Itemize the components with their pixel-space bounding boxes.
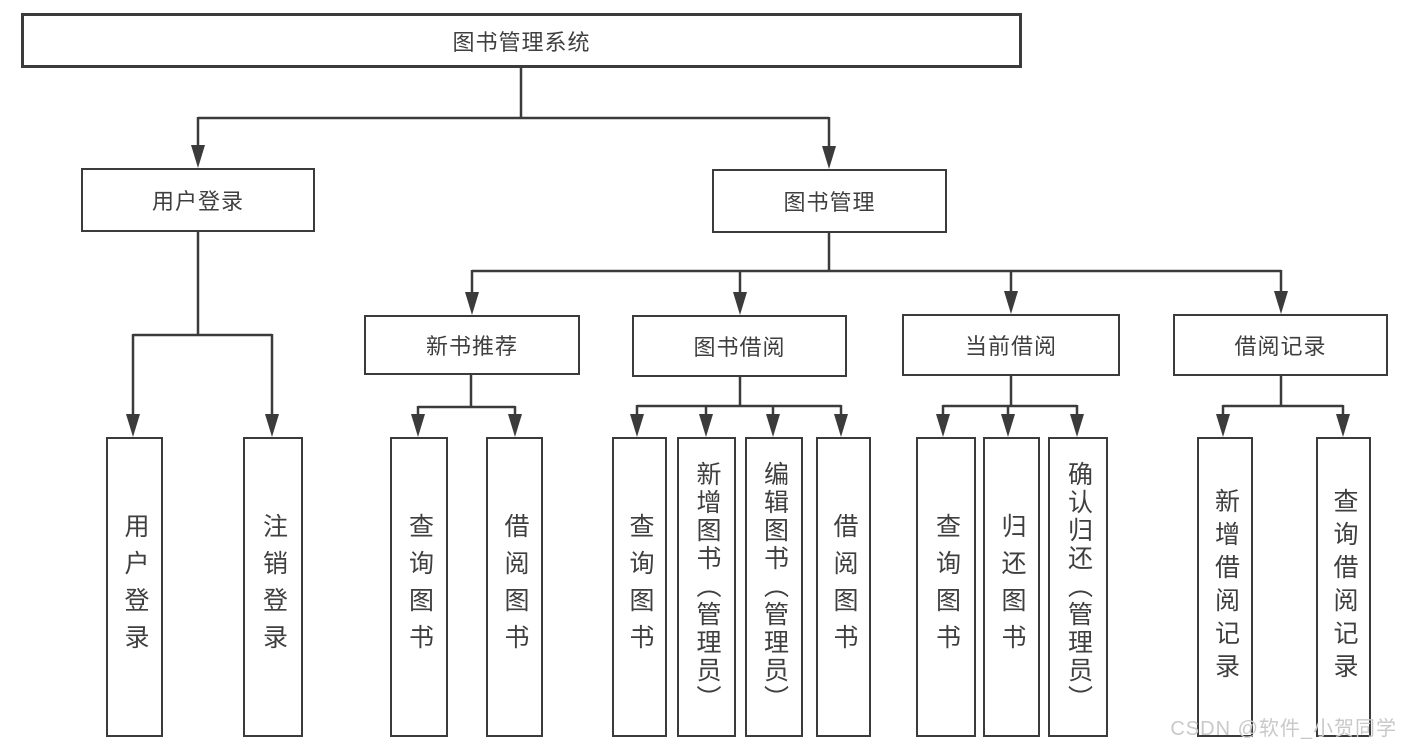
leaf-query-book-current: 查询图书 (916, 437, 976, 737)
node-label: 借阅图书 (830, 513, 858, 661)
node-label: 查询图书 (405, 513, 434, 661)
leaf-borrow-book-borrow: 借阅图书 (816, 437, 871, 737)
node-label: 查询图书 (932, 513, 961, 661)
node-root: 图书管理系统 (21, 13, 1022, 68)
csdn-watermark: CSDN @软件_小贺同学 (1170, 718, 1397, 740)
node-label: 确认归还（管理员） (1064, 461, 1093, 713)
node-label: 图书管理系统 (452, 29, 591, 55)
leaf-query-book-borrow: 查询图书 (612, 437, 667, 737)
leaf-confirm-return-admin: 确认归还（管理员） (1048, 437, 1108, 737)
node-label: 查询图书 (626, 513, 654, 661)
node-label: 用户登录 (151, 189, 244, 214)
node-current-borrow: 当前借阅 (902, 314, 1120, 376)
node-new-book-recommend: 新书推荐 (364, 315, 580, 375)
node-label: 新增借阅记录 (1211, 488, 1240, 686)
leaf-add-borrow-record: 新增借阅记录 (1197, 437, 1253, 737)
node-label: 新书推荐 (425, 334, 518, 359)
leaf-borrow-book-recommend: 借阅图书 (486, 437, 543, 737)
node-label: 编辑图书（管理员） (760, 461, 789, 713)
leaf-query-borrow-record: 查询借阅记录 (1316, 437, 1371, 737)
node-label: 归还图书 (998, 513, 1026, 661)
node-label: 图书管理 (783, 190, 876, 215)
node-label: 当前借阅 (964, 334, 1057, 359)
node-label: 借阅记录 (1234, 334, 1327, 359)
node-label: 新增图书（管理员） (693, 461, 721, 713)
arrowheads (126, 145, 1350, 437)
leaf-add-book-admin: 新增图书（管理员） (677, 437, 736, 737)
node-book-management: 图书管理 (712, 169, 947, 233)
leaf-logout-login: 注销登录 (243, 437, 303, 737)
leaf-return-book: 归还图书 (983, 437, 1040, 737)
leaf-edit-book-admin: 编辑图书（管理员） (745, 437, 803, 737)
node-user-login: 用户登录 (81, 168, 315, 232)
node-borrow-records: 借阅记录 (1173, 314, 1388, 376)
node-label: 查询借阅记录 (1330, 488, 1358, 686)
node-label: 用户登录 (121, 513, 149, 661)
node-label: 图书借阅 (693, 335, 786, 360)
leaf-query-book-recommend: 查询图书 (390, 437, 448, 737)
node-label: 借阅图书 (501, 513, 529, 661)
node-label: 注销登录 (259, 513, 288, 661)
leaf-user-login: 用户登录 (106, 437, 163, 737)
node-book-borrow: 图书借阅 (632, 315, 847, 377)
